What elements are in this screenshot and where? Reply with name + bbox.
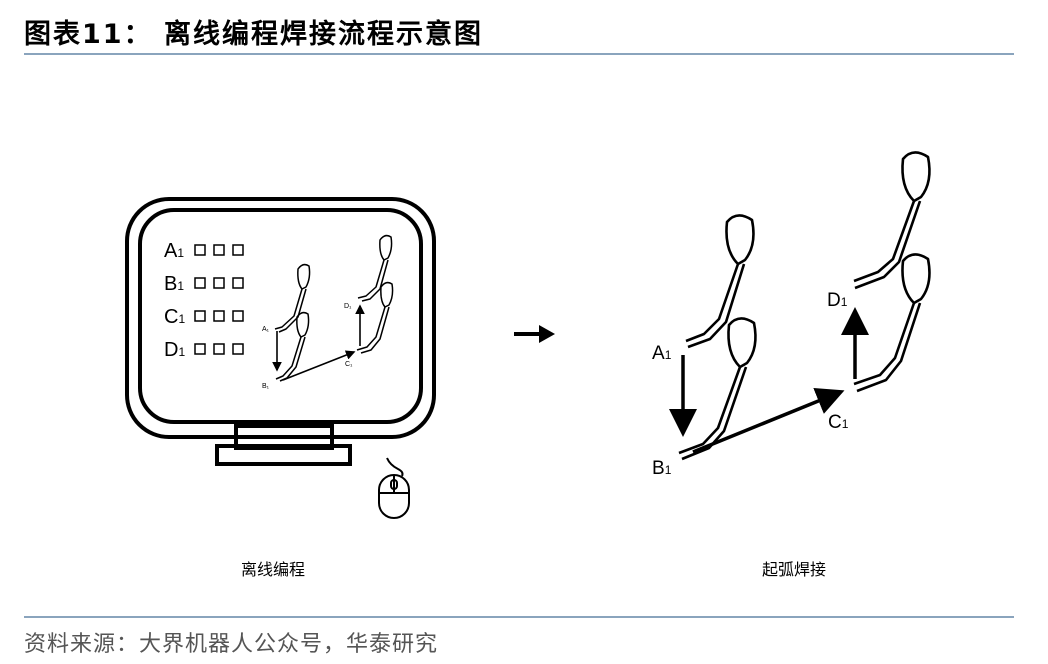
mini-label-d: D₁ [344, 303, 352, 310]
checkbox[interactable] [194, 244, 206, 256]
mini-welding-torches [274, 234, 394, 382]
screen-row: B1 [164, 273, 244, 295]
checkbox[interactable] [213, 310, 225, 322]
weld-path-arrows [669, 307, 869, 454]
mini-label-a: A₁ [262, 326, 270, 333]
mouse-icon [378, 457, 410, 519]
point-labels: A1 B1 C1 D1 [652, 290, 849, 479]
checkbox[interactable] [232, 343, 244, 355]
welding-torch-icon [356, 281, 394, 354]
bottom-divider [24, 616, 1014, 618]
welding-torch-icon [678, 317, 757, 461]
large-welding-torches [678, 151, 931, 461]
welding-torch-icon [853, 253, 931, 393]
point-label-b: B1 [652, 458, 672, 479]
point-label-c: C1 [828, 412, 849, 433]
diagonal-arrow [282, 350, 356, 381]
checkbox[interactable] [232, 277, 244, 289]
source-note: 资料来源：大界机器人公众号，华泰研究 [24, 632, 439, 657]
screen-row: D1 [164, 339, 244, 361]
point-label-a: A1 [652, 343, 672, 364]
point-label-d: D1 [827, 290, 848, 311]
mini-path-arrows [272, 304, 365, 381]
welding-torch-icon [685, 214, 755, 349]
screen-row-label: B1 [164, 273, 184, 295]
mini-point-labels: A₁ B₁ C₁ D₁ [262, 303, 353, 390]
welding-torch-icon [853, 151, 931, 290]
checkbox[interactable] [232, 310, 244, 322]
mini-label-c: C₁ [345, 361, 353, 368]
mini-label-b: B₁ [262, 383, 270, 390]
screen-row-label: A1 [164, 240, 184, 262]
caption-arc-welding: 起弧焊接 [762, 560, 827, 579]
diagonal-arrow [692, 387, 845, 454]
screen-row: C1 [164, 306, 244, 328]
figure-title: 图表11： 离线编程焊接流程示意图 [24, 19, 483, 50]
welding-torch-icon [357, 234, 393, 302]
checkbox[interactable] [213, 244, 225, 256]
checkbox[interactable] [213, 277, 225, 289]
checkbox[interactable] [194, 343, 206, 355]
welding-torch-icon [274, 263, 311, 333]
checkbox[interactable] [213, 343, 225, 355]
top-divider [24, 53, 1014, 55]
caption-offline-programming: 离线编程 [241, 560, 306, 579]
screen-row-list: A1 B1 C1 D1 [164, 240, 244, 361]
screen-row: A1 [164, 240, 244, 262]
screen-row-label: C1 [164, 306, 185, 328]
monitor-icon [125, 197, 436, 466]
checkbox[interactable] [194, 310, 206, 322]
right-arrow-icon [514, 325, 555, 343]
checkbox[interactable] [232, 244, 244, 256]
screen-row-label: D1 [164, 339, 185, 361]
checkbox[interactable] [194, 277, 206, 289]
